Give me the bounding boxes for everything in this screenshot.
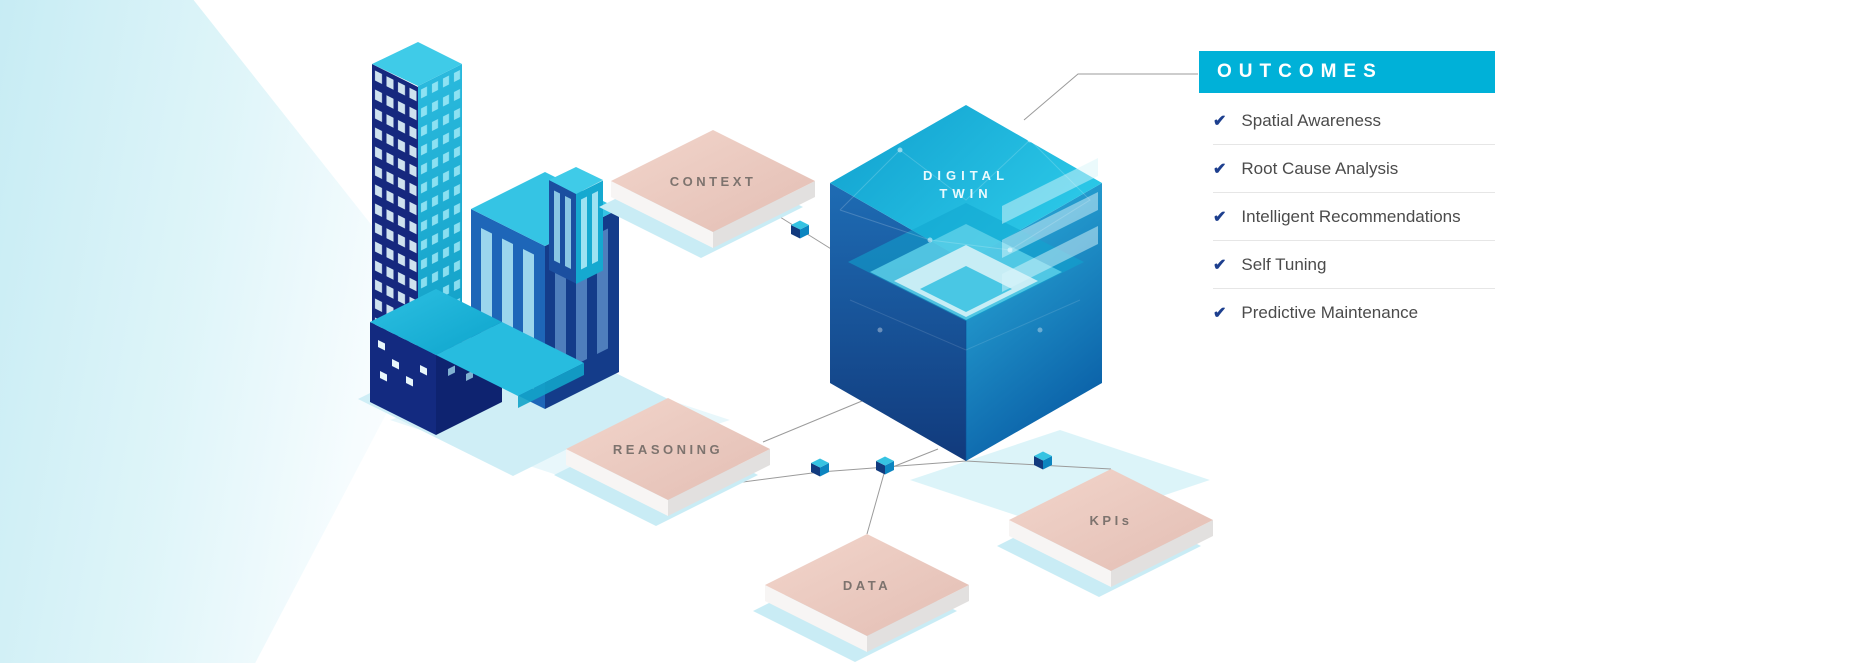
context-side-left [611,181,713,248]
digital-twin-label-line2: TWIN [939,186,992,201]
outcome-label: Root Cause Analysis [1241,158,1399,178]
node-cube-kpis [1034,451,1052,470]
outcome-item: ✔ Spatial Awareness [1213,97,1495,145]
check-icon: ✔ [1213,208,1227,226]
platform-kpis: KPIs [997,469,1213,597]
small-tower-right-face [576,180,603,284]
platform-reasoning: REASONING [554,398,770,526]
platform-data: DATA [753,534,969,662]
check-icon: ✔ [1213,256,1227,274]
outcomes-panel: OUTCOMES ✔ Spatial Awareness ✔ Root Caus… [1199,51,1495,336]
line-reasoning-to-cube-upper [762,400,863,443]
node-cube-data [876,456,894,475]
context-side-right [713,181,815,248]
data-label: DATA [843,578,891,593]
reasoning-side-right [668,449,770,516]
outcome-label: Spatial Awareness [1241,110,1381,130]
outcome-label: Self Tuning [1241,254,1327,274]
data-side-right [867,585,969,652]
outcome-label: Predictive Maintenance [1241,302,1419,322]
context-top [611,130,815,232]
node-cube-context [791,220,809,239]
outcomes-header: OUTCOMES [1199,51,1495,93]
data-top [765,534,969,636]
outcome-item: ✔ Self Tuning [1213,241,1495,289]
kpis-label: KPIs [1090,513,1133,528]
cyan-ramp-side [518,363,584,408]
outcome-label: Intelligent Recommendations [1241,206,1461,226]
reasoning-label: REASONING [613,442,723,457]
tall-tower-roof [372,42,462,86]
context-label: CONTEXT [670,174,757,189]
small-tower-left-face [549,180,576,284]
digital-twin-cube: DIGITAL TWIN [830,105,1102,461]
line-cube-to-outcomes [1023,73,1198,121]
outcome-item: ✔ Predictive Maintenance [1213,289,1495,336]
outcomes-list: ✔ Spatial Awareness ✔ Root Cause Analysi… [1199,93,1495,336]
cube-glass-layers [1002,158,1098,292]
check-icon: ✔ [1213,160,1227,178]
outcome-item: ✔ Intelligent Recommendations [1213,193,1495,241]
city-illustration [370,42,619,435]
building-small-tower [549,167,603,284]
kpis-side-right [1111,520,1213,587]
building-front [370,289,584,435]
front-building-left-face [370,322,436,435]
node-cube-reasoning [811,458,829,477]
kpis-top [1009,469,1213,571]
check-icon: ✔ [1213,112,1227,130]
small-tower-roof [549,167,603,194]
reasoning-top [566,398,770,500]
connector-node-cubes [791,220,1052,477]
cube-mesh-network [839,137,1091,351]
front-building-left-windows [378,339,427,387]
kpis-side-left [1009,520,1111,587]
reasoning-side-left [566,449,668,516]
digital-twin-label-line1: DIGITAL [923,168,1009,183]
data-side-left [765,585,867,652]
cube-top-face [830,105,1102,261]
check-icon: ✔ [1213,304,1227,322]
platform-context: CONTEXT [599,130,815,258]
cyan-ramp-top [436,322,584,396]
outcome-item: ✔ Root Cause Analysis [1213,145,1495,193]
